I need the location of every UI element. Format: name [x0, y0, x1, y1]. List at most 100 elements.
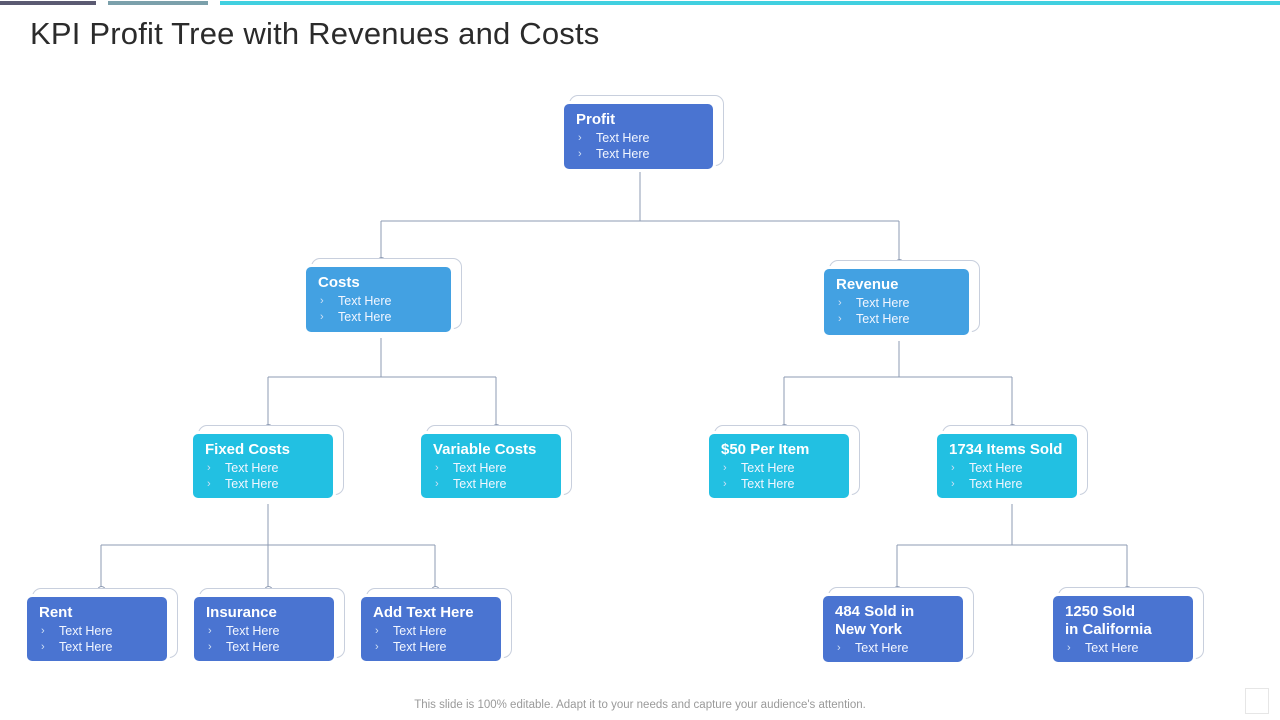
node-variable-costs[interactable]: Variable Costs ›Text Here ›Text Here: [418, 425, 572, 501]
node-card[interactable]: Insurance ›Text Here ›Text Here: [191, 594, 337, 664]
list-item-label: Text Here: [226, 640, 280, 654]
node-title: Profit: [576, 111, 616, 128]
list-item-label: Text Here: [969, 477, 1023, 491]
accent-segment-cyan: [220, 1, 1280, 5]
chevron-right-icon: ›: [723, 478, 727, 490]
node-sold-new-york[interactable]: 484 Sold in New York › Text Here: [820, 587, 974, 665]
node-title: Revenue: [836, 276, 899, 293]
list-item-label: Text Here: [453, 461, 507, 475]
list-item: › Text Here: [431, 460, 551, 476]
list-item: › Text Here: [431, 476, 551, 492]
node-card[interactable]: 1734 Items Sold ›Text Here ›Text Here: [934, 431, 1080, 501]
list-item-label: Text Here: [596, 131, 650, 145]
list-item-label: Text Here: [1085, 641, 1139, 655]
node-card[interactable]: Costs › Text Here › Text Here: [303, 264, 454, 335]
node-card[interactable]: $50 Per Item ›Text Here ›Text Here: [706, 431, 852, 501]
list-item: › Text Here: [1063, 640, 1183, 656]
list-item-label: Text Here: [856, 296, 910, 310]
list-item-label: Text Here: [453, 477, 507, 491]
node-card[interactable]: Add Text Here › Text Here › Text Here: [358, 594, 504, 664]
node-card[interactable]: Variable Costs ›Text Here ›Text Here: [418, 431, 564, 501]
chevron-right-icon: ›: [838, 313, 842, 325]
chevron-right-icon: ›: [41, 625, 45, 637]
list-item: › Text Here: [37, 623, 157, 639]
node-card[interactable]: Revenue › Text Here › Text Here: [821, 266, 972, 338]
list-item-label: Text Here: [59, 640, 113, 654]
chevron-right-icon: ›: [435, 462, 439, 474]
list-item: › Text Here: [574, 130, 703, 146]
node-bullet-list: ›Text Here ›Text Here: [204, 623, 324, 655]
list-item: › Text Here: [371, 639, 491, 655]
chevron-right-icon: ›: [578, 148, 582, 160]
list-item-label: Text Here: [338, 294, 392, 308]
node-profit[interactable]: Profit ›Text Here ›Text Here: [561, 95, 724, 172]
chevron-right-icon: ›: [837, 642, 841, 654]
node-sold-california[interactable]: 1250 Sold in California ›Text Here: [1050, 587, 1204, 665]
list-item: ›Text Here: [947, 460, 1067, 476]
list-item: ›Text Here: [574, 146, 703, 162]
node-card[interactable]: Rent › Text Here › Text Here: [24, 594, 170, 664]
node-items-sold[interactable]: 1734 Items Sold ›Text Here ›Text Here: [934, 425, 1088, 501]
node-title: 484 Sold in New York: [835, 603, 915, 638]
node-bullet-list: ›Text Here ›Text Here: [719, 460, 839, 492]
node-card[interactable]: Fixed Costs ›Text Here ›Text Here: [190, 431, 336, 501]
node-bullet-list: › Text Here › Text Here: [371, 623, 491, 655]
chevron-right-icon: ›: [435, 478, 439, 490]
accent-segment-slate: [0, 1, 96, 5]
chevron-right-icon: ›: [207, 478, 211, 490]
node-title: $50 Per Item: [721, 441, 810, 458]
corner-placeholder-box: [1245, 688, 1269, 714]
node-bullet-list: ›Text Here ›Text Here: [947, 460, 1067, 492]
node-bullet-list: › Text Here › Text Here: [834, 295, 959, 327]
chevron-right-icon: ›: [320, 295, 324, 307]
chevron-right-icon: ›: [208, 625, 212, 637]
chevron-right-icon: ›: [1067, 642, 1071, 654]
node-bullet-list: › Text Here › Text Here: [37, 623, 157, 655]
node-rent[interactable]: Rent › Text Here › Text Here: [24, 588, 178, 664]
chevron-right-icon: ›: [375, 641, 379, 653]
node-bullet-list: ›Text Here ›Text Here: [574, 130, 703, 162]
page-title: KPI Profit Tree with Revenues and Costs: [30, 16, 600, 51]
node-title: Costs: [318, 274, 360, 291]
node-revenue[interactable]: Revenue › Text Here › Text Here: [821, 260, 980, 338]
list-item: › Text Here: [834, 295, 959, 311]
chevron-right-icon: ›: [320, 311, 324, 323]
node-title: Insurance: [206, 604, 277, 621]
node-fixed-costs[interactable]: Fixed Costs ›Text Here ›Text Here: [190, 425, 344, 501]
list-item: › Text Here: [204, 639, 324, 655]
chevron-right-icon: ›: [375, 625, 379, 637]
list-item: ›Text Here: [204, 623, 324, 639]
node-bullet-list: › Text Here › Text Here: [316, 293, 441, 325]
node-bullet-list: ›Text Here ›Text Here: [203, 460, 323, 492]
list-item-label: Text Here: [338, 310, 392, 324]
node-title: Rent: [39, 604, 73, 621]
chevron-right-icon: ›: [951, 478, 955, 490]
list-item-label: Text Here: [225, 477, 279, 491]
node-insurance[interactable]: Insurance ›Text Here ›Text Here: [191, 588, 345, 664]
footer-note: This slide is 100% editable. Adapt it to…: [414, 699, 866, 711]
chevron-right-icon: ›: [208, 641, 212, 653]
node-add-text-here[interactable]: Add Text Here › Text Here › Text Here: [358, 588, 512, 664]
list-item: › Text Here: [833, 640, 953, 656]
list-item-label: Text Here: [59, 624, 113, 638]
node-bullet-list: › Text Here: [833, 640, 953, 656]
chevron-right-icon: ›: [838, 297, 842, 309]
node-costs[interactable]: Costs › Text Here › Text Here: [303, 258, 462, 335]
chevron-right-icon: ›: [723, 462, 727, 474]
list-item-label: Text Here: [393, 640, 447, 654]
node-card[interactable]: 484 Sold in New York › Text Here: [820, 593, 966, 665]
chevron-right-icon: ›: [578, 132, 582, 144]
node-price-per-item[interactable]: $50 Per Item ›Text Here ›Text Here: [706, 425, 860, 501]
node-card[interactable]: 1250 Sold in California ›Text Here: [1050, 593, 1196, 665]
list-item: › Text Here: [316, 309, 441, 325]
node-card[interactable]: Profit ›Text Here ›Text Here: [561, 101, 716, 172]
list-item: ›Text Here: [719, 460, 839, 476]
list-item-label: Text Here: [856, 312, 910, 326]
chevron-right-icon: ›: [41, 641, 45, 653]
list-item-label: Text Here: [393, 624, 447, 638]
list-item-label: Text Here: [855, 641, 909, 655]
list-item-label: Text Here: [741, 477, 795, 491]
chevron-right-icon: ›: [951, 462, 955, 474]
node-title: Add Text Here: [373, 604, 474, 621]
